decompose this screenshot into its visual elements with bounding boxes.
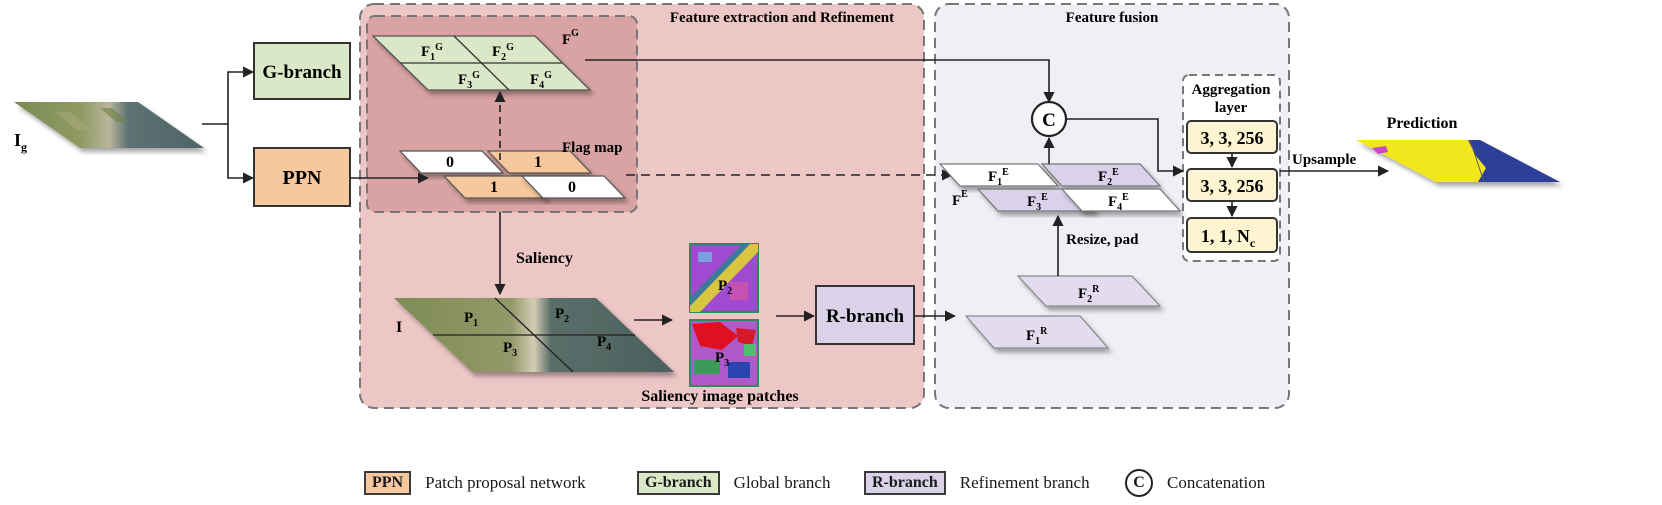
fe-cell-3: F3E xyxy=(1027,192,1048,213)
legend-g-branch-key: G-branch xyxy=(637,471,720,495)
legend-g-branch: G-branch Global branch xyxy=(637,470,830,496)
aggregation-layer-1-label: 3, 3, 256 xyxy=(1201,128,1264,148)
fg-label: FG xyxy=(562,28,579,48)
saliency-patch-p2 xyxy=(689,243,759,313)
arrow-to-ppn xyxy=(227,124,255,184)
legend-ppn-text: Patch proposal network xyxy=(425,473,586,492)
legend-g-branch-text: Global branch xyxy=(733,473,831,492)
patches-caption: Saliency image patches xyxy=(641,388,798,405)
legend-r-branch: R-branch Refinement branch xyxy=(864,470,1090,496)
flag-value-4: 0 xyxy=(568,179,576,196)
legend-concat: C Concatenation xyxy=(1125,469,1266,497)
global-feature-map xyxy=(371,35,592,91)
flag-value-2: 1 xyxy=(534,154,542,171)
patch-1: P1 xyxy=(464,310,478,329)
legend-ppn-key: PPN xyxy=(364,471,412,495)
fg-cell-1: F1G xyxy=(421,42,443,63)
aggregation-layer-2-label: 3, 3, 256 xyxy=(1201,176,1264,196)
legend-ppn: PPN Patch proposal network xyxy=(364,470,586,496)
saliency-label: Saliency xyxy=(516,250,573,267)
input-image-ig xyxy=(14,102,204,148)
prediction-label: Prediction xyxy=(1387,115,1458,132)
fg-cell-3: F3G xyxy=(458,70,480,91)
flag-value-3: 1 xyxy=(490,179,498,196)
legend-r-branch-text: Refinement branch xyxy=(959,473,1090,492)
concat-symbol: C xyxy=(1042,110,1056,131)
saliency-patch-p3 xyxy=(689,319,759,387)
aggregation-title-2: layer xyxy=(1215,100,1248,116)
r-branch-label: R-branch xyxy=(826,306,905,327)
fg-cell-2: F2G xyxy=(492,42,514,63)
selected-patch-p2: P2 xyxy=(718,278,732,297)
extraction-title: Feature extraction and Refinement xyxy=(670,10,894,26)
refined-feature-f1r xyxy=(964,315,1110,349)
g-branch-label: G-branch xyxy=(262,62,342,83)
aggregation-layer-3 xyxy=(1186,217,1278,253)
patch-4: P4 xyxy=(597,334,611,353)
aggregation-title-1: Aggregation xyxy=(1192,82,1272,98)
flag-value-1: 0 xyxy=(446,154,454,171)
resize-label: Resize, pad xyxy=(1066,232,1139,248)
aggregation-layer-3-label: 1, 1, Nc xyxy=(1201,226,1256,250)
fe-cell-1: F1E xyxy=(988,167,1009,188)
flag-map-title: Flag map xyxy=(562,140,622,156)
fe-cell-4: F4E xyxy=(1108,192,1129,213)
selected-patch-p3: P3 xyxy=(715,350,729,369)
ig-label: Ig xyxy=(14,130,27,154)
flag-map xyxy=(398,150,627,199)
i-label: I xyxy=(396,319,402,336)
fg-cell-4: F4G xyxy=(530,70,552,91)
architecture-diagram: Feature extraction and Refinement Featur… xyxy=(14,3,1560,409)
f1r-label: F1R xyxy=(1026,326,1048,347)
fe-label: FE xyxy=(952,189,968,209)
fusion-title: Feature fusion xyxy=(1066,10,1159,26)
f2r-label: F2R xyxy=(1078,284,1100,305)
arrow-concat-to-aggregation xyxy=(1066,118,1185,177)
prediction-map xyxy=(1356,139,1560,183)
arrow-to-g-branch xyxy=(227,66,255,124)
refined-feature-f2r xyxy=(1016,275,1162,307)
r-branch-block xyxy=(815,285,915,345)
ppn-label: PPN xyxy=(283,167,322,189)
fe-cell-2: F2E xyxy=(1098,167,1119,188)
g-branch-block xyxy=(253,42,351,100)
enhanced-feature-map xyxy=(938,163,1182,212)
upsample-label: Upsample xyxy=(1292,152,1357,168)
ppn-block xyxy=(253,147,351,207)
input-image-i xyxy=(394,297,674,373)
arrow-fg-to-concat xyxy=(585,59,1055,104)
legend-concat-text: Concatenation xyxy=(1167,473,1266,492)
legend-concat-key: C xyxy=(1125,469,1153,497)
patch-3: P3 xyxy=(503,340,517,359)
legend-r-branch-key: R-branch xyxy=(864,471,946,495)
patch-2: P2 xyxy=(555,306,569,325)
